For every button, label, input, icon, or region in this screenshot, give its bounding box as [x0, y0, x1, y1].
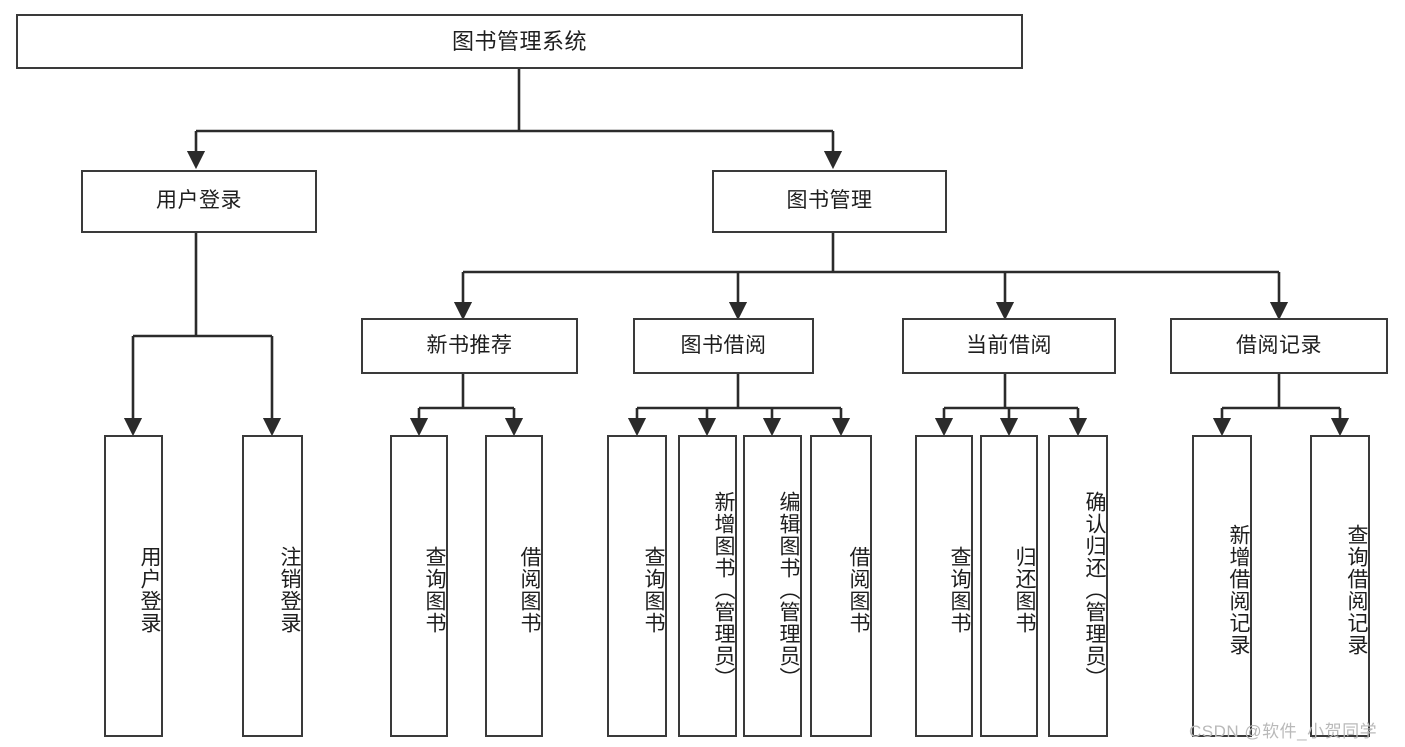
node-leaf-query-record[interactable]: 查询借阅记录	[1310, 435, 1370, 737]
node-leaf-user-login[interactable]: 用户登录	[104, 435, 163, 737]
node-leaf-edit-book-label: 编辑图书（管理员）	[777, 491, 800, 689]
node-leaf-query-book-3-label: 查询图书	[948, 546, 971, 634]
node-book-manage[interactable]: 图书管理	[712, 170, 947, 233]
node-leaf-confirm-return[interactable]: 确认归还（管理员）	[1048, 435, 1108, 737]
node-root-label: 图书管理系统	[451, 28, 587, 54]
node-leaf-borrow-book-1[interactable]: 借阅图书	[485, 435, 543, 737]
node-leaf-return-book-label: 归还图书	[1013, 546, 1036, 634]
node-leaf-add-record[interactable]: 新增借阅记录	[1192, 435, 1252, 737]
node-borrow-record[interactable]: 借阅记录	[1170, 318, 1388, 374]
node-leaf-query-book-1-label: 查询图书	[423, 546, 446, 634]
node-leaf-add-book-label: 新增图书（管理员）	[712, 491, 735, 689]
node-leaf-add-record-label: 新增借阅记录	[1227, 524, 1250, 656]
node-leaf-query-book-2-label: 查询图书	[642, 546, 665, 634]
node-leaf-query-book-3[interactable]: 查询图书	[915, 435, 973, 737]
node-borrow-record-label: 借阅记录	[1236, 333, 1322, 357]
node-leaf-edit-book[interactable]: 编辑图书（管理员）	[743, 435, 802, 737]
node-leaf-confirm-return-label: 确认归还（管理员）	[1083, 491, 1106, 689]
node-user-login-label: 用户登录	[156, 189, 242, 213]
node-book-manage-label: 图书管理	[786, 189, 873, 213]
node-leaf-borrow-book-1-label: 借阅图书	[518, 546, 541, 634]
node-root[interactable]: 图书管理系统	[16, 14, 1023, 69]
node-leaf-query-book-2[interactable]: 查询图书	[607, 435, 667, 737]
node-leaf-borrow-book-2-label: 借阅图书	[847, 546, 870, 634]
node-leaf-user-login-label: 用户登录	[138, 546, 161, 634]
node-user-login[interactable]: 用户登录	[81, 170, 317, 233]
csdn-watermark: CSDN @软件_小贺同学	[1189, 722, 1378, 741]
node-book-borrow[interactable]: 图书借阅	[633, 318, 814, 374]
node-leaf-add-book[interactable]: 新增图书（管理员）	[678, 435, 737, 737]
node-leaf-logout-login[interactable]: 注销登录	[242, 435, 303, 737]
node-new-book-recommend[interactable]: 新书推荐	[361, 318, 578, 374]
node-current-borrow-label: 当前借阅	[966, 333, 1052, 357]
node-leaf-borrow-book-2[interactable]: 借阅图书	[810, 435, 872, 737]
node-current-borrow[interactable]: 当前借阅	[902, 318, 1116, 374]
node-book-borrow-label: 图书借阅	[680, 333, 767, 357]
node-leaf-query-record-label: 查询借阅记录	[1345, 524, 1368, 656]
node-new-book-recommend-label: 新书推荐	[426, 333, 513, 357]
node-leaf-logout-login-label: 注销登录	[278, 546, 301, 634]
node-leaf-query-book-1[interactable]: 查询图书	[390, 435, 448, 737]
node-leaf-return-book[interactable]: 归还图书	[980, 435, 1038, 737]
